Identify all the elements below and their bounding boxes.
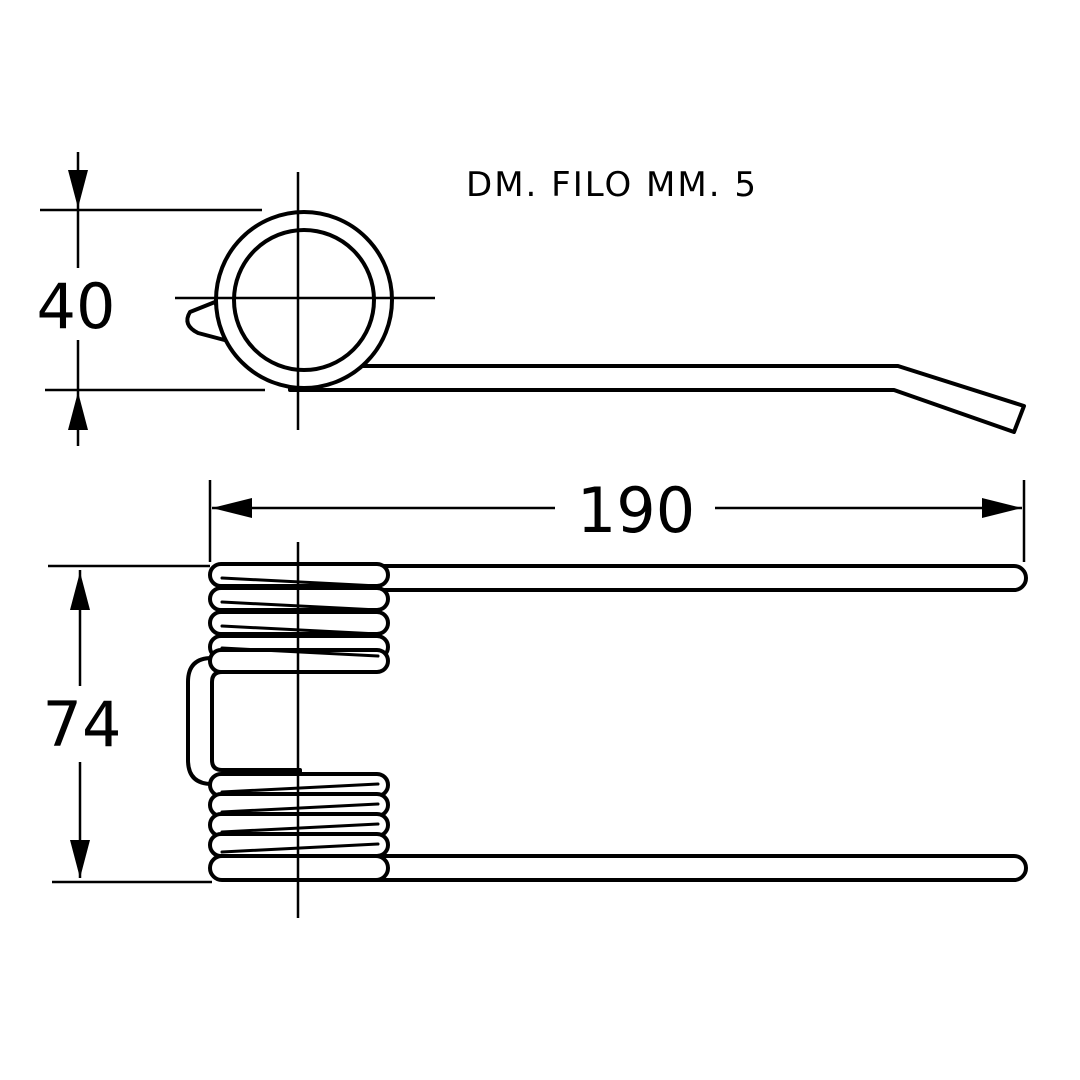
arrow-down-icon bbox=[68, 170, 88, 208]
arrow-left-icon bbox=[212, 498, 252, 518]
dimension-190: 190 bbox=[208, 470, 1026, 562]
dimension-label-40: 40 bbox=[37, 270, 116, 343]
winding-slant bbox=[220, 600, 380, 612]
arrow-right-icon bbox=[982, 498, 1022, 518]
dimension-label-74: 74 bbox=[43, 688, 122, 761]
front-view bbox=[186, 542, 1028, 918]
coil-inner-ring bbox=[232, 228, 376, 372]
arrow-up-icon bbox=[70, 572, 90, 610]
lower-tine bbox=[298, 854, 1028, 882]
dimension-74: 74 bbox=[43, 564, 212, 884]
winding-slant bbox=[220, 624, 380, 636]
winding-slant bbox=[220, 802, 380, 814]
winding-slant bbox=[220, 782, 380, 794]
dimension-label-190: 190 bbox=[577, 474, 695, 547]
spring-arm-side bbox=[288, 364, 1026, 434]
arrow-up-icon bbox=[68, 392, 88, 430]
winding-slant bbox=[220, 822, 380, 834]
side-view bbox=[175, 172, 1026, 434]
upper-coil bbox=[208, 562, 390, 674]
arrow-down-icon bbox=[70, 840, 90, 878]
upper-tine bbox=[298, 564, 1028, 592]
connecting-loop bbox=[186, 656, 302, 786]
winding-slant bbox=[220, 576, 380, 588]
wire-diameter-note: DM. FILO MM. 5 bbox=[466, 165, 758, 205]
dimension-40: 40 bbox=[37, 152, 265, 446]
winding-slant bbox=[220, 842, 380, 854]
winding-slant bbox=[220, 646, 380, 658]
